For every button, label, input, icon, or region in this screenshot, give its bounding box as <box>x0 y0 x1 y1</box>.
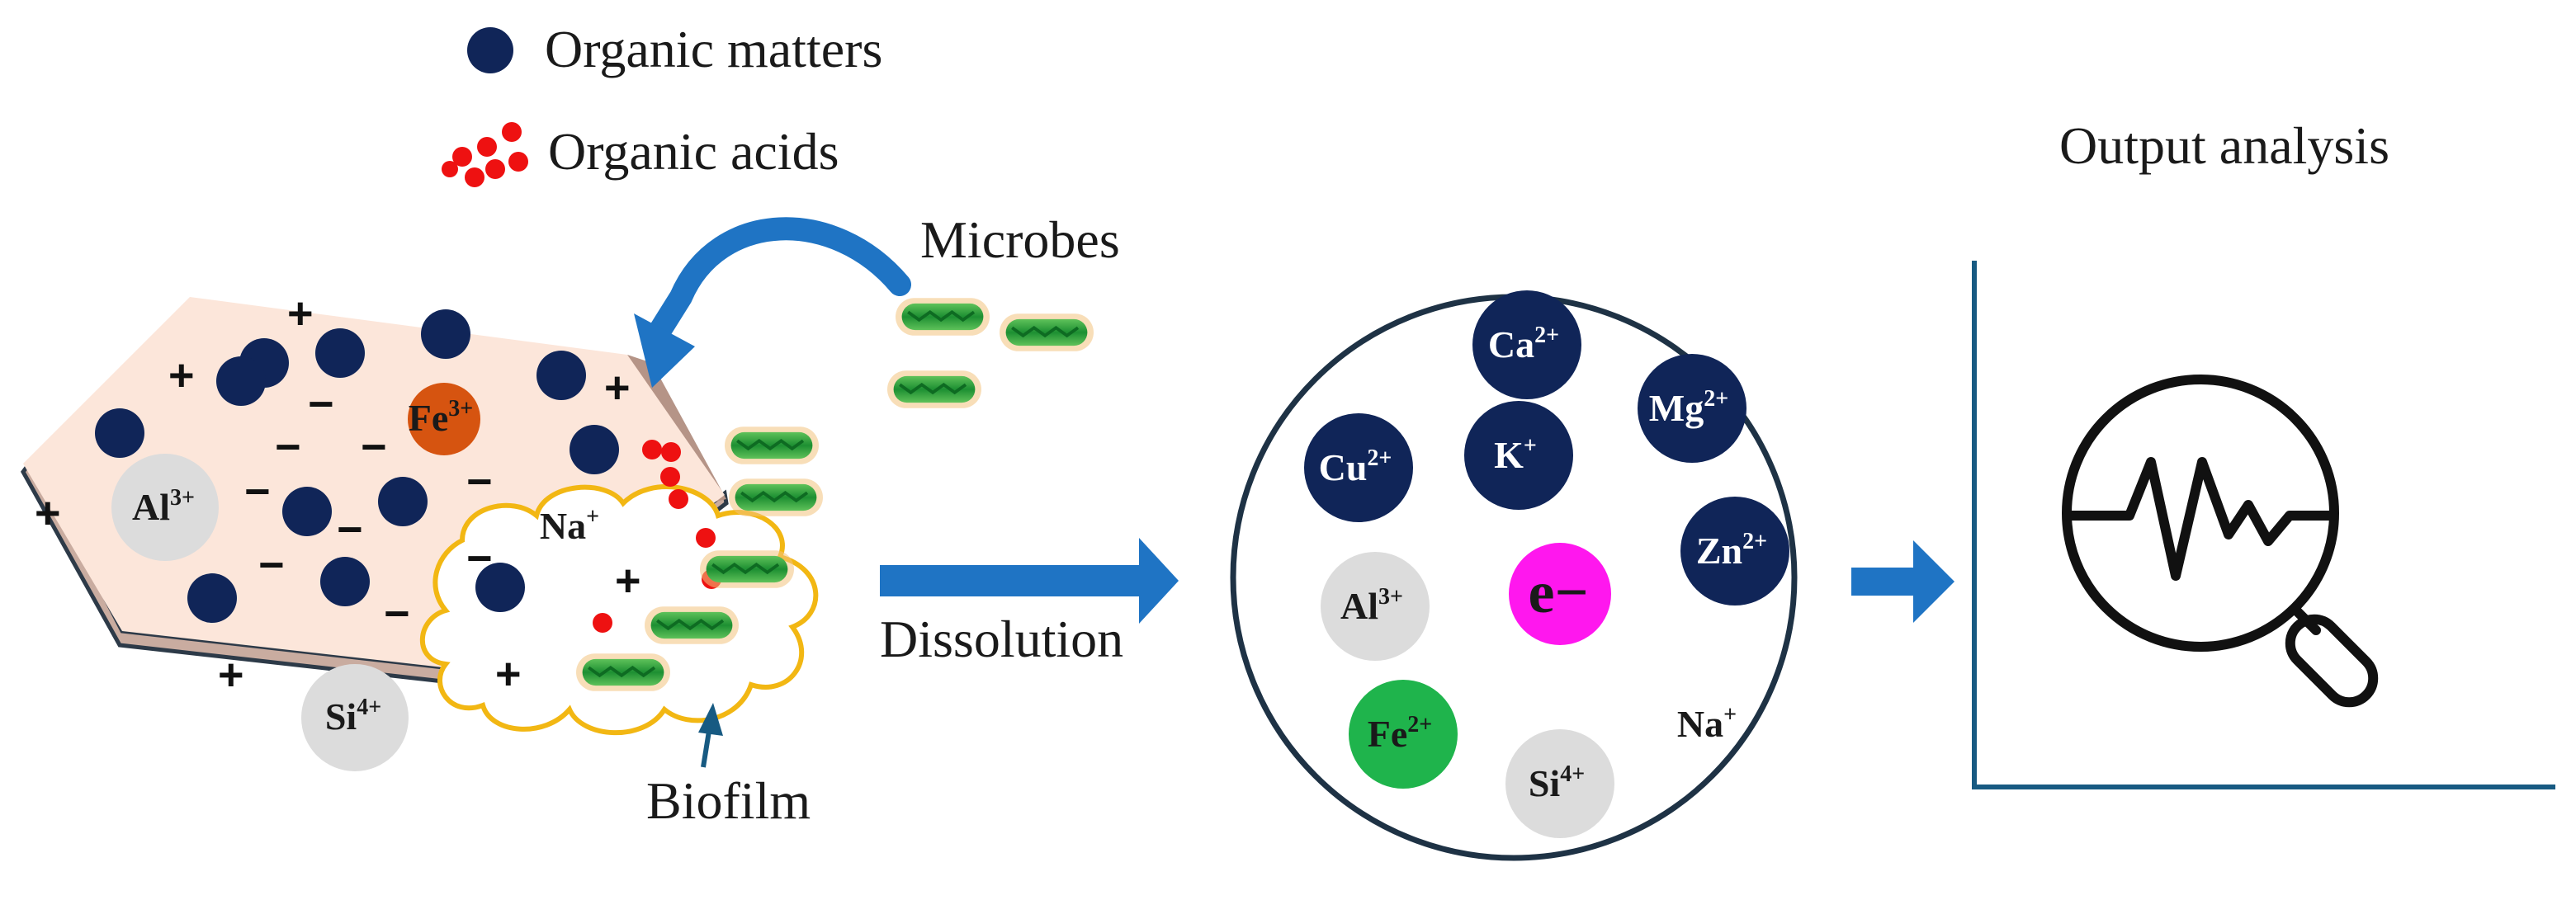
minus-sign: − <box>258 540 285 590</box>
minus-sign: − <box>337 505 363 554</box>
surface-charges: + + + + + − − − − − − − − <box>35 289 631 700</box>
svg-text:Al3+: Al3+ <box>1340 584 1403 627</box>
biofilm-outline <box>419 484 819 736</box>
al3-ion: Al3+ <box>111 454 219 561</box>
microbe-icon <box>998 312 1095 353</box>
biofilm-pointer-arrow <box>698 703 723 768</box>
na-ion: Na+ <box>1677 702 1737 745</box>
plus-sign: + <box>35 488 61 538</box>
svg-text:Mg2+: Mg2+ <box>1649 386 1728 429</box>
organic-acids-legend-dots <box>442 122 528 187</box>
microbe-icon <box>886 369 983 410</box>
svg-text:K+: K+ <box>1494 433 1537 476</box>
biofilm-label: Biofilm <box>646 771 811 830</box>
dissolution-label: Dissolution <box>880 610 1123 668</box>
al3-ion: Al3+ <box>1321 552 1430 661</box>
microbe-icon <box>894 296 991 337</box>
svg-text:Na+: Na+ <box>1677 702 1737 745</box>
dissolution-arrow <box>880 538 1179 624</box>
plus-sign: + <box>495 649 522 699</box>
svg-text:Fe3+: Fe3+ <box>409 396 473 439</box>
si4-ion: Si4+ <box>301 664 409 771</box>
svg-text:Ca2+: Ca2+ <box>1488 323 1559 365</box>
svg-text:Na+: Na+ <box>540 504 599 547</box>
legend: Organic matters Organic acids <box>442 20 882 187</box>
plus-sign: + <box>287 289 314 338</box>
microbes-label: Microbes <box>920 210 1120 269</box>
svg-text:Si4+: Si4+ <box>325 695 381 737</box>
organic-acid-dots <box>593 440 721 633</box>
output-analysis-label: Output analysis <box>2059 116 2389 175</box>
microbe-icon <box>643 605 740 646</box>
na-ion-on-mineral: Na+ <box>540 504 599 547</box>
microbe-icon <box>723 425 820 466</box>
microbe-icon <box>727 477 825 518</box>
organic-matters-label: Organic matters <box>545 20 882 78</box>
svg-text:Fe2+: Fe2+ <box>1368 712 1432 755</box>
microbe-icon <box>698 549 796 590</box>
minus-sign: − <box>244 467 271 516</box>
svg-text:Si4+: Si4+ <box>1529 761 1585 804</box>
organic-matter-legend-dot <box>467 27 513 73</box>
ca2-ion: Ca2+ <box>1472 290 1581 399</box>
minus-sign: − <box>308 379 334 429</box>
analysis-axes <box>1972 261 2555 789</box>
minus-sign: − <box>384 589 410 638</box>
mg2-ion: Mg2+ <box>1638 354 1746 463</box>
svg-text:Cu2+: Cu2+ <box>1319 445 1392 488</box>
plus-sign: + <box>218 650 244 700</box>
svg-text:Zn2+: Zn2+ <box>1696 529 1767 572</box>
output-arrow <box>1851 540 1954 623</box>
si4-ion: Si4+ <box>1505 729 1614 838</box>
plus-sign: + <box>168 351 195 400</box>
minus-sign: − <box>275 422 301 472</box>
minus-sign: − <box>361 422 387 472</box>
svg-text:e−: e− <box>1529 559 1589 625</box>
k-ion: K+ <box>1464 401 1573 510</box>
biofilm: + + − Na+ <box>419 484 819 736</box>
plus-sign: + <box>604 363 631 412</box>
fe2-ion: Fe2+ <box>1349 680 1458 789</box>
svg-text:Al3+: Al3+ <box>132 485 195 528</box>
cu2-ion: Cu2+ <box>1304 413 1413 522</box>
magnifier-waveform-icon <box>2062 375 2379 708</box>
zn2-ion: Zn2+ <box>1680 497 1789 605</box>
fe3-ion: Fe3+ <box>408 383 480 455</box>
electron: e− <box>1509 543 1611 645</box>
plus-sign: + <box>615 556 641 605</box>
organic-acids-label: Organic acids <box>548 122 839 181</box>
curved-arrow-icon <box>634 217 911 388</box>
organic-matter-dot <box>475 563 525 612</box>
minus-sign: − <box>466 457 493 507</box>
microbe-icon <box>574 652 672 693</box>
